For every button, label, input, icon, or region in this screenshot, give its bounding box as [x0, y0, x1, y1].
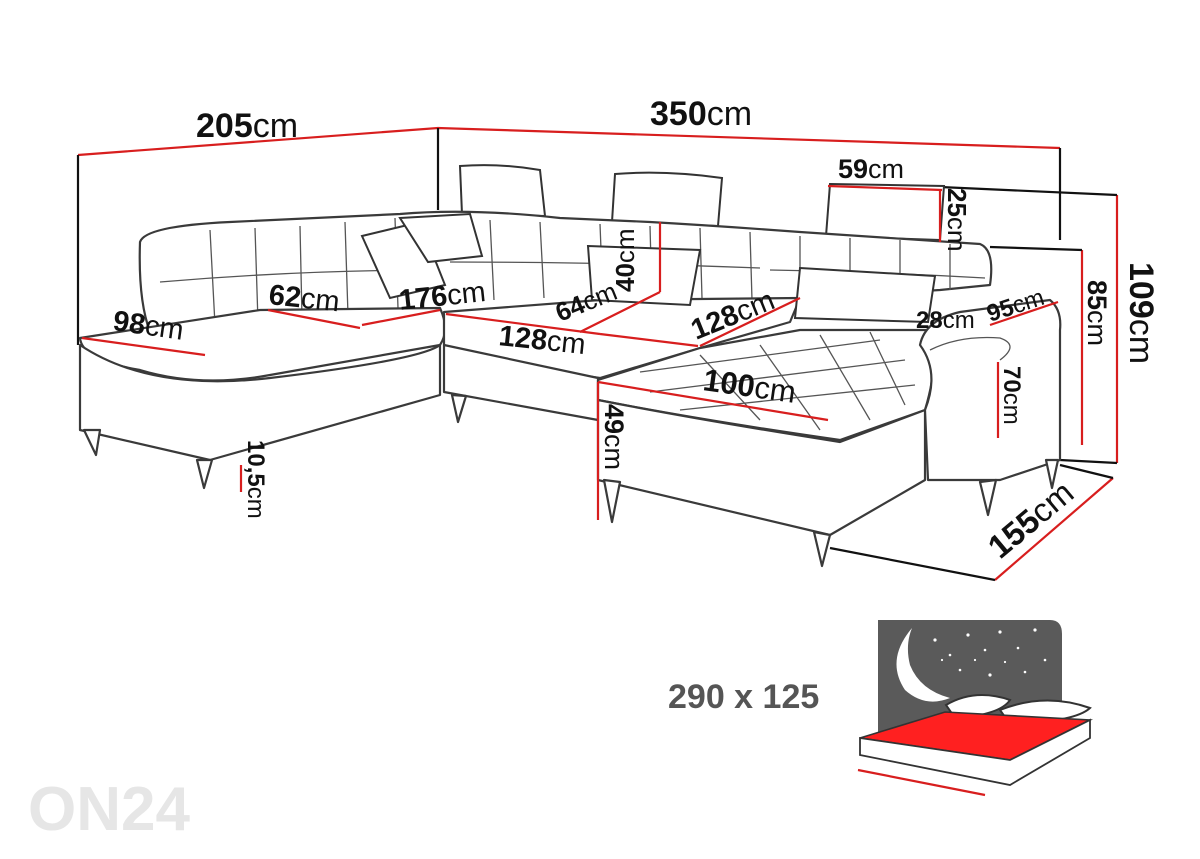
- label-28: 28cm: [916, 307, 975, 334]
- label-109: 109cm: [1122, 262, 1160, 364]
- leg-6: [978, 478, 998, 517]
- label-59: 59cm: [838, 154, 904, 184]
- label-62: 62cm: [267, 279, 341, 318]
- sleeping-area-icon: [857, 620, 1094, 797]
- label-350: 350cm: [650, 95, 752, 133]
- label-176: 176cm: [397, 276, 487, 317]
- label-40: 40cm: [610, 228, 640, 292]
- headrest-middle: [610, 171, 724, 228]
- left-base: [78, 343, 442, 462]
- headrest-left: [458, 164, 547, 218]
- leg-3: [450, 393, 468, 424]
- label-128-a: 128cm: [497, 320, 587, 361]
- red-measure-lines: [81, 184, 1059, 520]
- sleeping-area-label: 290 x 125: [668, 678, 819, 716]
- leg-5: [812, 530, 832, 568]
- outer-dimension-lines: [76, 126, 1119, 582]
- watermark-logo: ON24: [28, 775, 190, 844]
- leg-2: [195, 458, 214, 490]
- label-100: 100cm: [701, 362, 798, 410]
- pillow-middle-2: [586, 244, 702, 307]
- pillow-middle-1: [398, 212, 484, 264]
- label-49: 49cm: [599, 404, 629, 470]
- sofa-drawing: [78, 164, 1062, 568]
- label-85: 85cm: [1082, 280, 1112, 346]
- stars-icon: [933, 628, 1047, 677]
- leg-1: [82, 428, 102, 457]
- leg-4: [602, 478, 622, 524]
- dimension-labels: 205cm 350cm 59cm 25cm 109cm 85cm 98cm 62…: [111, 95, 1160, 565]
- label-98: 98cm: [111, 305, 186, 347]
- right-armrest: [918, 298, 1062, 482]
- leg-7: [1044, 458, 1060, 490]
- headrest-right: [824, 182, 946, 242]
- moon-icon: [896, 628, 950, 702]
- label-70: 70cm: [998, 366, 1025, 425]
- label-25: 25cm: [942, 188, 972, 252]
- label-205: 205cm: [196, 107, 298, 145]
- mattress-side: [859, 718, 1091, 786]
- label-10-5: 10,5cm: [242, 440, 269, 519]
- pillow-right: [793, 266, 937, 324]
